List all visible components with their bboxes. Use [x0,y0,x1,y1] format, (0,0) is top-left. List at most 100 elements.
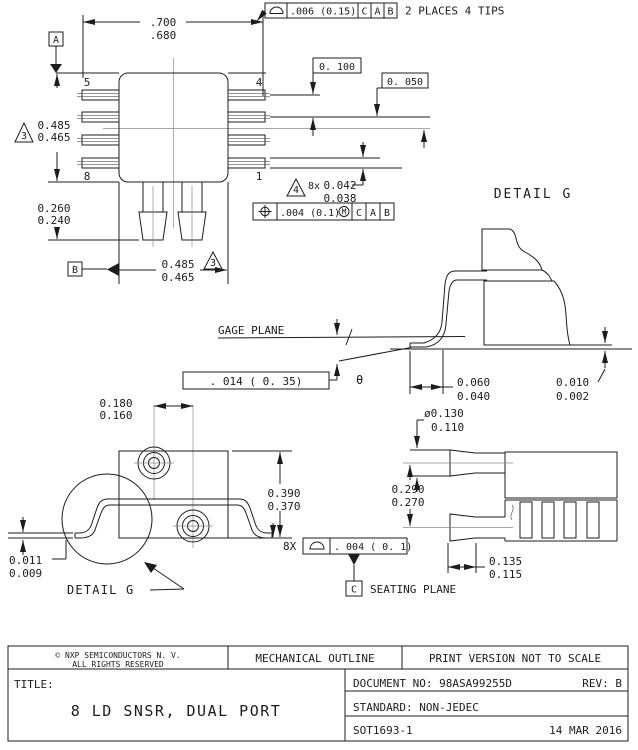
position-symbol-icon [258,205,272,218]
title-label: TITLE: [14,678,54,691]
detail-g-title: DETAIL G [494,187,573,202]
front-lead-right-bottom [228,504,272,539]
gage-plane-label: GAGE PLANE [218,324,284,337]
rev-flag-3b-triangle [203,250,223,270]
gage-plane-line [217,336,466,339]
datum-b-triangle [107,263,119,276]
detail-g-callout-circle [61,473,153,565]
dim-lead-width-count: 8x [308,181,320,192]
dim-standoff-lower: 0.002 [556,390,589,403]
dim-pitch-value: 0. 100 [319,62,355,73]
dim-standoff-upper: 0.010 [556,376,589,389]
port-opening-upper [134,446,174,480]
dim-body-height: 3 0.485 0.465 [14,74,71,181]
seating-plane-label: SEATING PLANE [370,583,456,596]
detail-g-label: DETAIL G [67,583,134,597]
detail-lead-top-edge [410,270,488,344]
dim-port-dia-upper: ø0.130 [424,407,464,420]
rev-flag-4-triangle [286,177,306,197]
dim-body-height-lower: 0.465 [37,131,70,144]
package-body-outline [118,72,229,183]
fcf-seating-count: 8X [283,540,297,553]
dim-gage: . 014 ( 0. 35) [182,364,340,390]
fcf-position-tolerance: .004 (0.1) [280,208,340,219]
datum-b: B [67,261,119,277]
dim-barb: 0.135 0.115 [447,543,522,581]
dim-lead-thickness-upper: 0.011 [9,554,42,567]
standard: STANDARD: NON-JEDEC [353,701,479,714]
rev-flag-3b: 3 [210,258,216,269]
detail-g-view: DETAIL G GAGE PLANE θ . 014 ( 0. 35) 0.0… [182,187,632,403]
detail-body-upper [481,228,543,271]
dim-front-height: 0.390 0.370 [232,450,301,539]
datum-c-triangle [348,554,360,565]
dim-port-drop-lower: 0.240 [37,214,70,227]
dim-offset-value: 0. 050 [387,77,423,88]
front-lead-left-top [75,498,119,534]
front-lead-left-bottom [75,504,119,539]
fcf-profile-datum1: C [361,7,367,18]
dim-port-drop-upper: 0.260 [37,202,70,215]
datum-a: A [48,31,64,73]
dim-body-width: 0.485 0.465 3 [119,250,227,284]
document-number: DOCUMENT NO: 98ASA99255D [353,677,512,690]
dim-standoff: 0.010 0.002 [556,327,608,403]
outline-id: SOT1693-1 [353,724,413,737]
dim-lead-thickness-lower: 0.009 [9,567,42,580]
fcf-position-datum3: B [384,208,390,219]
dim-port-dia: ø0.130 0.110 [410,407,464,492]
detail-g-pointer: DETAIL G [67,562,185,597]
top-view: 5 4 8 1 [48,15,430,284]
detail-pointer-arrow-icon [144,562,157,573]
dim-top-width-upper: .700 [150,16,177,29]
scale-note: PRINT VERSION NOT TO SCALE [429,652,601,665]
dim-offset: 0. 050 [374,72,429,148]
rev-flag-3: 3 [21,131,27,142]
fcf-profile-datum2: A [374,7,380,18]
pin-1-label: 1 [256,170,263,183]
dim-front-height-lower: 0.370 [267,500,300,513]
drawing-title: 8 LD SNSR, DUAL PORT [71,702,282,720]
dim-barb-upper: 0.135 [489,555,522,568]
dim-pitch: 0. 100 [310,57,362,136]
dim-lead-width-lower: 0.038 [323,192,356,205]
front-view: 0.180 0.160 0.390 0.370 0.011 0.009 DETA… [8,397,301,597]
fcf-position-datum2: A [370,208,376,219]
fcf-profile-note: 2 PLACES 4 TIPS [405,5,504,18]
foot-angle-line [338,347,412,362]
dim-body-height-upper: 0.485 [37,119,70,132]
front-lead-right-top [228,498,272,534]
datum-a-label: A [53,35,59,46]
dim-lead-width: 4 8x 0.042 0.038 [286,142,366,205]
dim-port-pitch-y-upper: 0.290 [391,483,424,496]
detail-body-lower [483,280,571,346]
dim-barb-lower: 0.115 [489,568,522,581]
dim-top-width-lower: .680 [150,29,177,42]
datum-c-label: C [351,585,357,596]
mmc-modifier-icon: M [338,206,350,217]
dim-body-width-upper: 0.485 [161,258,194,271]
detail-lead-bottom-edge [410,279,487,348]
theta-symbol: θ [356,373,363,387]
mmc-modifier-letter: M [342,208,347,217]
doc-type: MECHANICAL OUTLINE [255,652,374,665]
rev-flag-3-triangle [14,121,34,143]
dim-body-width-lower: 0.465 [161,271,194,284]
fcf-profile-top: .006 (0.15) C A B 2 PLACES 4 TIPS [256,2,504,22]
dim-port-dia-lower: 0.110 [431,421,464,434]
date: 14 MAR 2016 [549,724,622,737]
dim-port-pitch-x-upper: 0.180 [99,397,132,410]
dim-lead-width-upper: 0.042 [323,179,356,192]
side-body-upper [504,451,618,499]
pin-8-label: 8 [84,170,91,183]
fcf-position: .004 (0.1) M C A B [252,202,395,221]
pin-5-label: 5 [84,76,91,89]
fcf-profile-tolerance: .006 (0.15) [290,7,356,18]
port-stems-top-view [138,182,207,247]
dim-port-pitch-y-lower: 0.270 [391,496,424,509]
fcf-seating-tolerance: . 004 ( 0. 1) [334,542,412,553]
fcf-profile-datum3: B [387,7,393,18]
copyright-line2: ALL RIGHTS RESERVED [72,660,164,669]
title-block: © NXP SEMICONDUCTORS N. V. ALL RIGHTS RE… [7,645,629,742]
